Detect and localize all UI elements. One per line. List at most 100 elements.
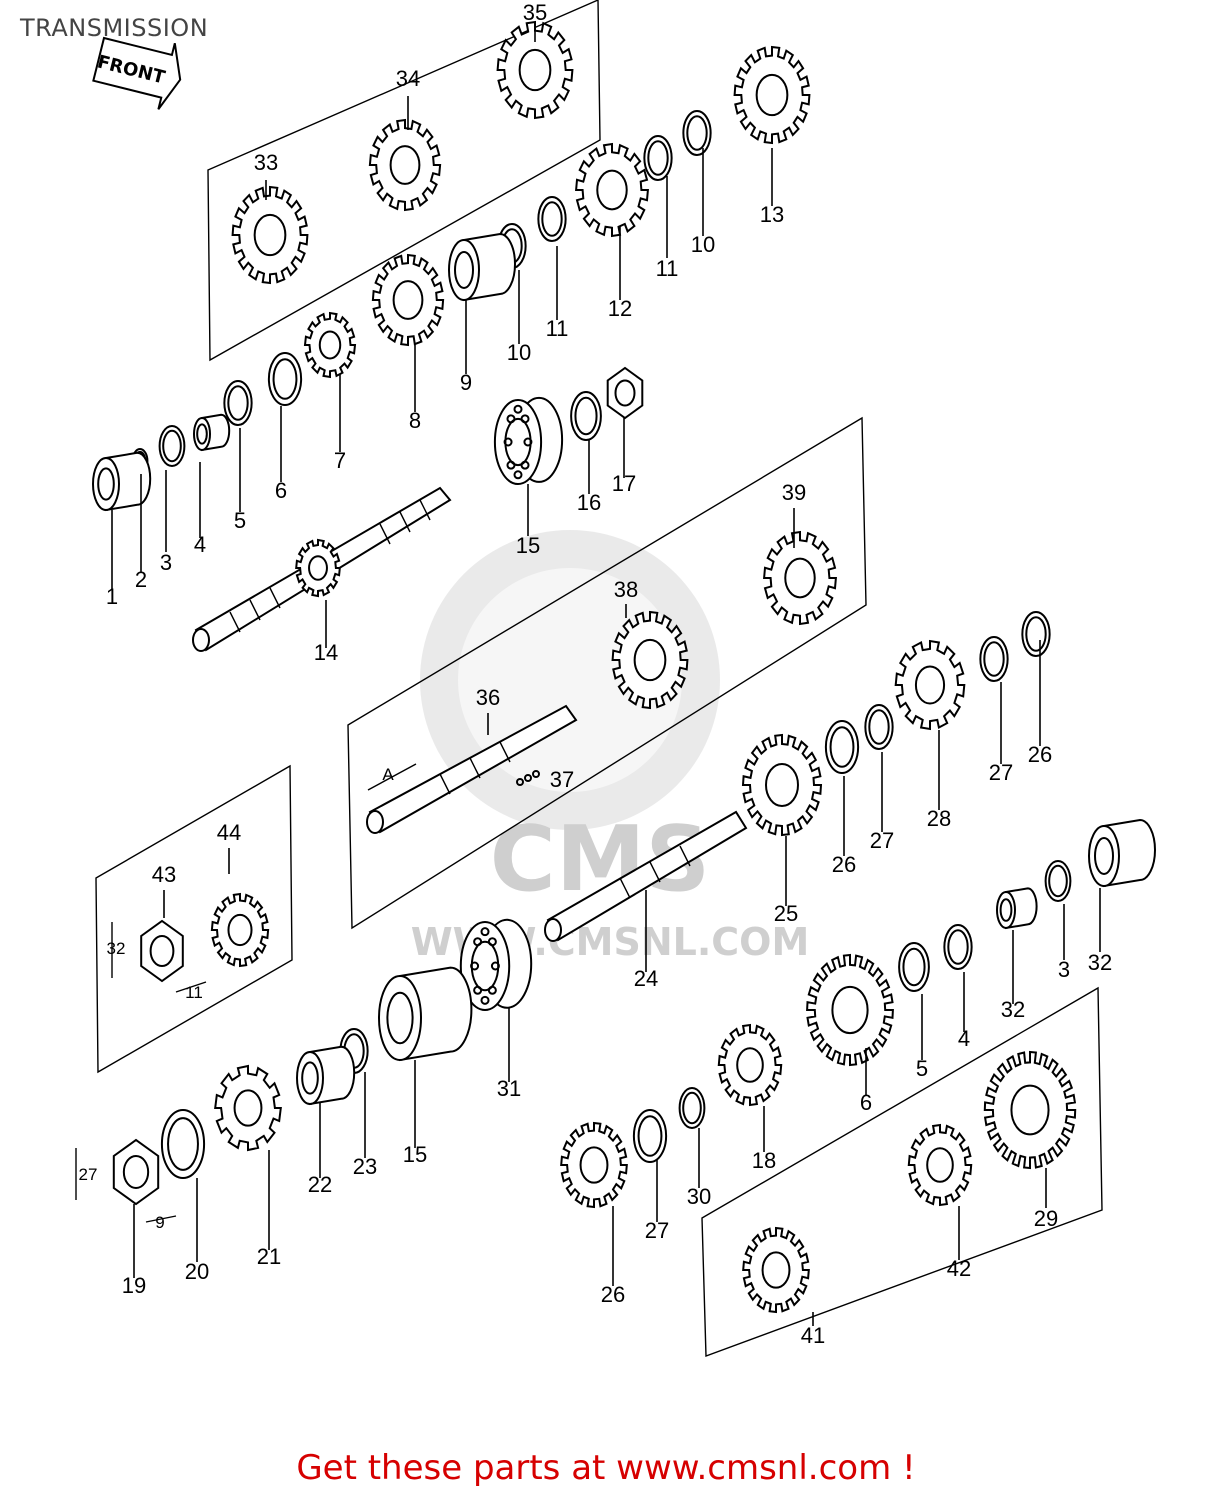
part-callout-26[interactable]: 26 bbox=[1028, 742, 1052, 767]
group-box-left bbox=[95, 764, 293, 1074]
part-callout-27[interactable]: 27 bbox=[870, 828, 894, 853]
washer-icon bbox=[682, 110, 712, 156]
part-callout-1[interactable]: 1 bbox=[106, 584, 118, 609]
part-callout-16[interactable]: 16 bbox=[577, 490, 601, 515]
part-callout-13[interactable]: 13 bbox=[760, 202, 784, 227]
gear-icon bbox=[214, 1064, 282, 1152]
part-callout-39[interactable]: 39 bbox=[782, 480, 806, 505]
part-callout-35[interactable]: 35 bbox=[523, 0, 547, 25]
part-callout-38[interactable]: 38 bbox=[614, 577, 638, 602]
part-callout-26[interactable]: 26 bbox=[832, 852, 856, 877]
washer-icon bbox=[943, 924, 973, 970]
group-box-top bbox=[207, 0, 601, 362]
part-callout-6[interactable]: 6 bbox=[275, 478, 287, 503]
part-callout-19[interactable]: 19 bbox=[122, 1273, 146, 1298]
part-callout-3[interactable]: 3 bbox=[1058, 957, 1070, 982]
part-callout-12[interactable]: 12 bbox=[608, 296, 632, 321]
dimension-a: A bbox=[367, 763, 417, 791]
part-callout-7[interactable]: 7 bbox=[334, 448, 346, 473]
part-callout-44[interactable]: 44 bbox=[217, 820, 241, 845]
part-callout-26[interactable]: 26 bbox=[601, 1282, 625, 1307]
gear-icon bbox=[210, 892, 270, 968]
collar-icon bbox=[1088, 818, 1156, 888]
part-callout-36[interactable]: 36 bbox=[476, 685, 500, 710]
page-title: TRANSMISSION bbox=[20, 14, 209, 42]
part-callout-33[interactable]: 33 bbox=[254, 150, 278, 175]
part-callout-5[interactable]: 5 bbox=[916, 1056, 928, 1081]
part-callout-27[interactable]: 27 bbox=[645, 1218, 669, 1243]
part-callout-42[interactable]: 42 bbox=[947, 1256, 971, 1281]
washer-icon bbox=[267, 352, 303, 406]
part-callout-24[interactable]: 24 bbox=[634, 966, 658, 991]
washer-icon bbox=[864, 704, 894, 750]
part-callout-6[interactable]: 6 bbox=[860, 1090, 872, 1115]
footer-link[interactable]: Get these parts at www.cmsnl.com ! bbox=[296, 1448, 916, 1488]
front-arrow-icon: FRONT bbox=[92, 36, 182, 110]
leader-lines bbox=[111, 28, 1101, 1326]
collar-icon bbox=[996, 887, 1038, 930]
dimension-32-label: 32 bbox=[107, 939, 126, 958]
part-callout-14[interactable]: 14 bbox=[314, 640, 338, 665]
part-callout-5[interactable]: 5 bbox=[234, 508, 246, 533]
part-callout-22[interactable]: 22 bbox=[308, 1172, 332, 1197]
washer-icon bbox=[898, 942, 930, 992]
part-callout-3[interactable]: 3 bbox=[160, 550, 172, 575]
part-callout-11[interactable]: 11 bbox=[656, 256, 679, 281]
part-callout-32[interactable]: 32 bbox=[1001, 997, 1025, 1022]
washer-icon bbox=[1044, 860, 1072, 902]
part-callout-30[interactable]: 30 bbox=[687, 1184, 711, 1209]
dimension-a-label: A bbox=[382, 765, 394, 784]
part-callout-15[interactable]: 15 bbox=[403, 1142, 427, 1167]
part-callout-15[interactable]: 15 bbox=[516, 533, 540, 558]
part-callout-10[interactable]: 10 bbox=[507, 340, 531, 365]
drive-shaft bbox=[544, 810, 748, 942]
part-callout-27[interactable]: 27 bbox=[989, 760, 1013, 785]
part-callout-9[interactable]: 9 bbox=[460, 370, 472, 395]
dimension-11-label: 11 bbox=[185, 983, 203, 1002]
part-callout-21[interactable]: 21 bbox=[257, 1244, 281, 1269]
part-callout-2[interactable]: 2 bbox=[135, 567, 147, 592]
part-callout-23[interactable]: 23 bbox=[353, 1154, 377, 1179]
gear-icon bbox=[611, 610, 689, 710]
washer-icon bbox=[223, 380, 253, 426]
part-callout-20[interactable]: 20 bbox=[185, 1259, 209, 1284]
part-callout-41[interactable]: 41 bbox=[801, 1323, 825, 1348]
part-callout-25[interactable]: 25 bbox=[774, 901, 798, 926]
part-callout-10[interactable]: 10 bbox=[691, 232, 715, 257]
washer-icon bbox=[158, 425, 186, 467]
part-callout-4[interactable]: 4 bbox=[958, 1026, 970, 1051]
parts-layer bbox=[92, 20, 1156, 1314]
gear-icon bbox=[763, 530, 837, 626]
part-callout-34[interactable]: 34 bbox=[396, 66, 420, 91]
part-callout-8[interactable]: 8 bbox=[409, 408, 421, 433]
gear-icon bbox=[894, 639, 966, 731]
part-callout-29[interactable]: 29 bbox=[1034, 1206, 1058, 1231]
gear-icon bbox=[742, 1226, 810, 1314]
gear-icon bbox=[983, 1050, 1077, 1170]
collar-icon bbox=[92, 451, 152, 512]
part-callout-43[interactable]: 43 bbox=[152, 862, 176, 887]
collar-icon bbox=[193, 413, 231, 452]
part-callout-31[interactable]: 31 bbox=[497, 1076, 521, 1101]
gear-icon bbox=[741, 733, 823, 837]
washer-icon bbox=[979, 636, 1009, 682]
washer-icon bbox=[160, 1109, 206, 1179]
part-callout-4[interactable]: 4 bbox=[194, 532, 206, 557]
part-callout-32[interactable]: 32 bbox=[1088, 950, 1112, 975]
dimension-27-label: 27 bbox=[79, 1165, 98, 1184]
part-callout-28[interactable]: 28 bbox=[927, 806, 951, 831]
dimension-27: 27 bbox=[75, 1148, 98, 1200]
part-callout-11[interactable]: 11 bbox=[546, 316, 569, 341]
dimension-11: 11 bbox=[175, 981, 207, 1002]
bearing-icon bbox=[493, 396, 564, 485]
part-callout-37[interactable]: 37 bbox=[550, 767, 574, 792]
nut-icon bbox=[140, 919, 184, 983]
transmission-exploded-diagram: CMS WWW.CMSNL.COM FRONT A 32 bbox=[75, 0, 1156, 1357]
part-callout-17[interactable]: 17 bbox=[612, 471, 636, 496]
washer-icon bbox=[537, 196, 567, 242]
collar-icon bbox=[448, 232, 516, 302]
part-callout-18[interactable]: 18 bbox=[752, 1148, 776, 1173]
gear-icon bbox=[371, 253, 445, 347]
nut-icon bbox=[606, 366, 644, 420]
washer-icon bbox=[643, 135, 673, 181]
